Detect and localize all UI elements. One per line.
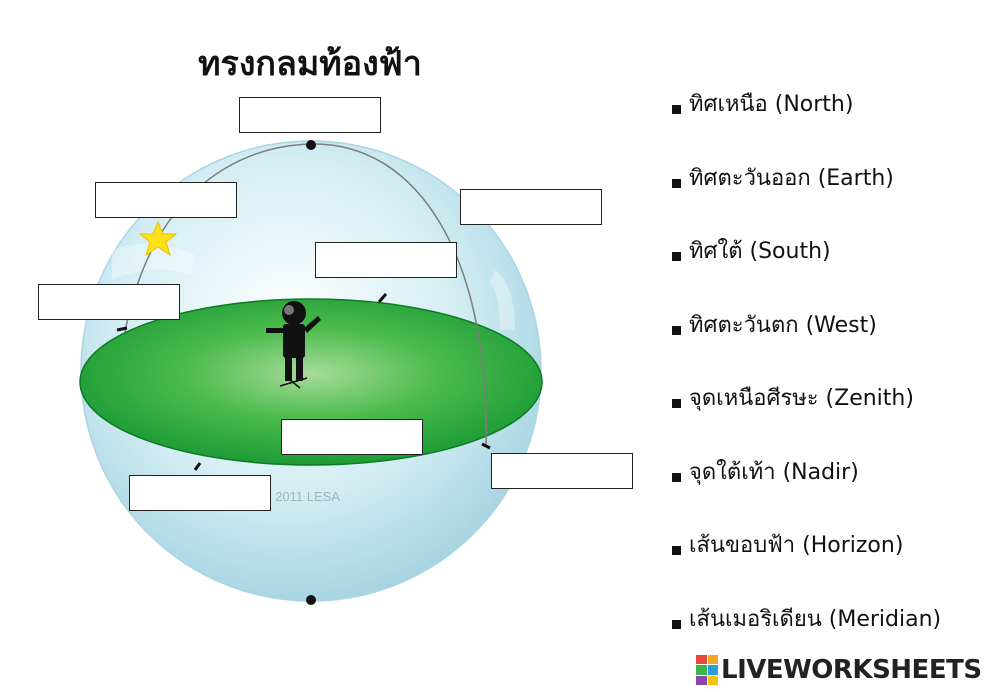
answer-box-south[interactable] bbox=[129, 475, 271, 511]
liveworksheets-mark-icon bbox=[696, 655, 718, 685]
bullet-icon bbox=[672, 619, 681, 629]
nadir-point bbox=[306, 595, 316, 605]
compass-tick-north bbox=[377, 293, 388, 303]
brand-logo[interactable]: LIVEWORKSHEETS bbox=[696, 655, 982, 685]
answer-legend: ทิศเหนือ (North) ทิศตะวันออก (Earth) ทิศ… bbox=[672, 82, 941, 670]
legend-item-label: ทิศตะวันออก (Earth) bbox=[689, 165, 894, 191]
legend-item-label: ทิศใต้ (South) bbox=[689, 239, 831, 264]
legend-item: ทิศใต้ (South) bbox=[672, 229, 941, 303]
person-figure-icon bbox=[266, 301, 321, 389]
sphere-highlight bbox=[112, 243, 195, 280]
compass-tick-south bbox=[193, 462, 202, 471]
answer-box-horizon[interactable] bbox=[281, 419, 423, 455]
compass-tick-west bbox=[116, 326, 128, 332]
legend-item: จุดเหนือศีรษะ (Zenith) bbox=[672, 376, 941, 450]
bullet-icon bbox=[672, 105, 681, 114]
page-title: ทรงกลมท้องฟ้า bbox=[198, 44, 422, 84]
legend-item-label: ทิศตะวันตก (West) bbox=[689, 312, 877, 338]
legend-item-label: เส้นขอบฟ้า (Horizon) bbox=[689, 533, 904, 558]
horizon-plane bbox=[79, 298, 543, 466]
bullet-icon bbox=[672, 472, 681, 482]
meridian-line bbox=[124, 143, 487, 447]
bullet-icon bbox=[672, 546, 681, 555]
answer-box-zenith[interactable] bbox=[239, 97, 381, 133]
legend-item-label: จุดเหนือศีรษะ (Zenith) bbox=[689, 386, 914, 411]
legend-item: เส้นขอบฟ้า (Horizon) bbox=[672, 523, 941, 597]
brand-text: LIVEWORKSHEETS bbox=[721, 655, 982, 685]
bullet-icon bbox=[672, 252, 681, 261]
bullet-icon bbox=[672, 399, 681, 408]
compass-tick-east bbox=[481, 442, 491, 450]
watermark: © 2011 LESA bbox=[262, 489, 340, 504]
legend-item-label: ทิศเหนือ (North) bbox=[689, 92, 854, 117]
star-icon bbox=[138, 220, 178, 257]
answer-box-west[interactable] bbox=[38, 284, 180, 320]
bullet-icon bbox=[672, 325, 681, 335]
sphere-highlight bbox=[490, 270, 515, 330]
legend-item: จุดใต้เท้า (Nadir) bbox=[672, 450, 941, 524]
legend-item: เส้นเมอริเดียน (Meridian) bbox=[672, 597, 941, 671]
answer-box-east[interactable] bbox=[460, 189, 602, 225]
answer-box-north[interactable] bbox=[315, 242, 457, 278]
legend-item: ทิศเหนือ (North) bbox=[672, 82, 941, 156]
legend-item-label: เส้นเมอริเดียน (Meridian) bbox=[689, 606, 942, 632]
legend-item: ทิศตะวันออก (Earth) bbox=[672, 156, 941, 230]
bullet-icon bbox=[672, 178, 681, 188]
zenith-point bbox=[306, 140, 316, 150]
legend-item: ทิศตะวันตก (West) bbox=[672, 303, 941, 377]
answer-box-star[interactable] bbox=[95, 182, 237, 218]
answer-box-meridian[interactable] bbox=[491, 453, 633, 489]
legend-item-label: จุดใต้เท้า (Nadir) bbox=[689, 459, 859, 485]
